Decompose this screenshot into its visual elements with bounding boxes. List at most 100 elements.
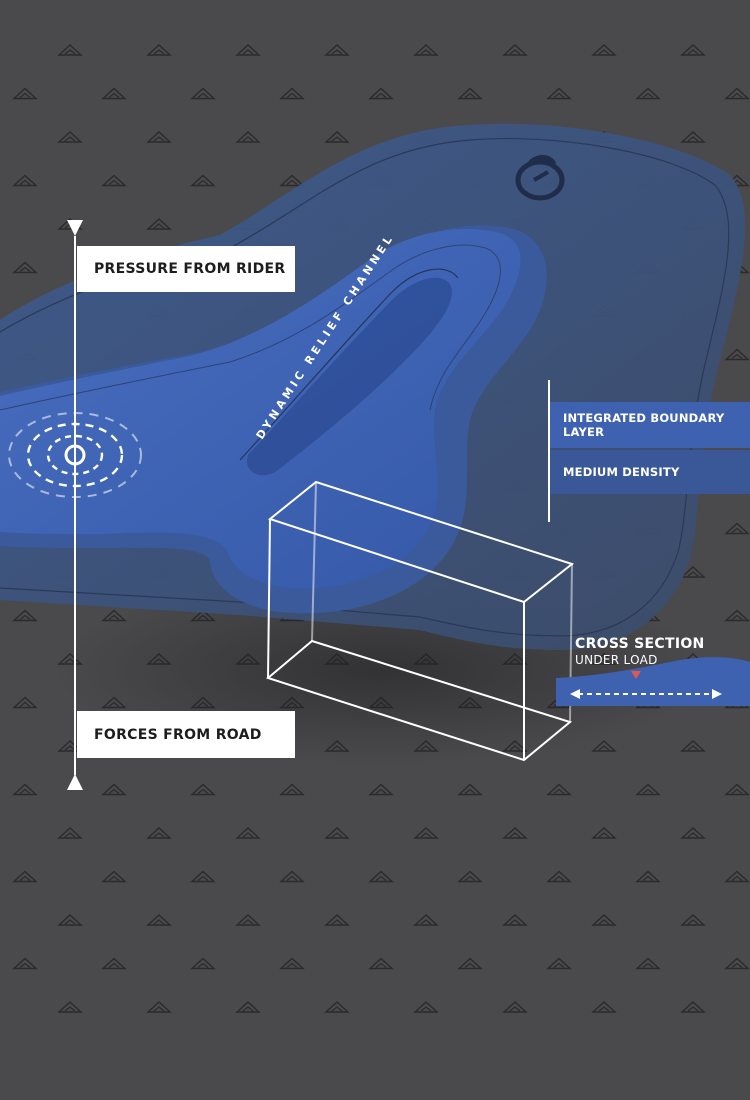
triangle-pattern-icon	[324, 131, 350, 143]
relief-channel-edge	[239, 268, 459, 461]
brand-logo-icon	[515, 155, 565, 201]
triangle-pattern-icon	[635, 87, 661, 100]
pad-inner-outline	[0, 244, 501, 411]
triangle-pattern-icon	[324, 914, 350, 926]
triangle-pattern-icon	[724, 783, 750, 796]
forces-from-road-label: FORCES FROM ROAD	[77, 711, 295, 758]
triangle-pattern-icon	[724, 870, 750, 883]
triangle-pattern-icon	[146, 44, 172, 56]
triangle-pattern-icon	[12, 174, 38, 187]
triangle-pattern-icon	[190, 957, 216, 970]
integrated-boundary-layer-tag: INTEGRATED BOUNDARY LAYER	[550, 402, 750, 448]
triangle-pattern-icon	[591, 44, 617, 56]
triangle-pattern-icon	[591, 1001, 617, 1013]
triangle-pattern-icon	[324, 44, 350, 56]
triangle-pattern-icon	[12, 261, 38, 274]
triangle-pattern-icon	[591, 740, 617, 752]
triangle-pattern-icon	[368, 783, 394, 796]
triangle-pattern-icon	[502, 1001, 528, 1013]
triangle-pattern-icon	[12, 696, 38, 709]
triangle-pattern-icon	[279, 174, 305, 187]
triangle-pattern-icon	[724, 87, 750, 100]
triangle-pattern-icon	[12, 87, 38, 100]
triangle-pattern-icon	[680, 131, 706, 143]
triangle-pattern-icon	[413, 914, 439, 926]
triangle-pattern-icon	[546, 783, 572, 796]
triangle-pattern-icon	[12, 783, 38, 796]
triangle-pattern-icon	[57, 827, 83, 839]
triangle-pattern-icon	[57, 914, 83, 926]
triangle-pattern-icon	[680, 1001, 706, 1013]
triangle-pattern-icon	[413, 827, 439, 839]
triangle-pattern-icon	[101, 957, 127, 970]
triangle-pattern-icon	[457, 957, 483, 970]
triangle-pattern-icon	[146, 131, 172, 143]
triangle-pattern-icon	[235, 131, 261, 143]
down-triangle-icon	[631, 671, 641, 679]
triangle-pattern-icon	[635, 870, 661, 883]
triangle-pattern-icon	[457, 870, 483, 883]
triangle-pattern-icon	[680, 44, 706, 56]
triangle-pattern-icon	[591, 827, 617, 839]
triangle-pattern-icon	[635, 957, 661, 970]
triangle-pattern-icon	[101, 87, 127, 100]
triangle-pattern-icon	[635, 783, 661, 796]
triangle-pattern-icon	[190, 783, 216, 796]
cross-section-wireframe	[265, 480, 575, 762]
triangle-pattern-icon	[235, 1001, 261, 1013]
triangle-pattern-icon	[101, 174, 127, 187]
triangle-pattern-icon	[680, 566, 706, 578]
triangle-pattern-icon	[279, 783, 305, 796]
triangle-pattern-icon	[279, 870, 305, 883]
triangle-pattern-icon	[12, 609, 38, 622]
triangle-pattern-icon	[57, 1001, 83, 1013]
triangle-pattern-icon	[546, 87, 572, 100]
triangle-pattern-icon	[235, 44, 261, 56]
medium-density-tag: MEDIUM DENSITY	[550, 450, 750, 494]
cross-section-title: CROSS SECTION	[575, 636, 705, 652]
triangle-pattern-icon	[146, 827, 172, 839]
triangle-pattern-icon	[591, 914, 617, 926]
triangle-pattern-icon	[546, 957, 572, 970]
triangle-pattern-icon	[368, 957, 394, 970]
triangle-pattern-icon	[101, 870, 127, 883]
triangle-pattern-icon	[279, 87, 305, 100]
triangle-pattern-icon	[502, 827, 528, 839]
force-axis	[67, 220, 83, 790]
cross-section-swatch	[556, 657, 750, 706]
triangle-pattern-icon	[146, 1001, 172, 1013]
triangle-pattern-icon	[190, 87, 216, 100]
triangle-pattern-icon	[279, 957, 305, 970]
triangle-pattern-icon	[146, 218, 172, 230]
pressure-from-rider-label: PRESSURE FROM RIDER	[77, 246, 295, 292]
triangle-pattern-icon	[146, 914, 172, 926]
triangle-pattern-icon	[457, 87, 483, 100]
triangle-pattern-icon	[724, 957, 750, 970]
triangle-pattern-icon	[724, 522, 750, 535]
triangle-pattern-icon	[235, 914, 261, 926]
triangle-pattern-icon	[324, 1001, 350, 1013]
triangle-pattern-icon	[546, 870, 572, 883]
triangle-pattern-icon	[680, 740, 706, 752]
triangle-pattern-icon	[724, 348, 750, 361]
triangle-pattern-icon	[57, 44, 83, 56]
triangle-pattern-icon	[101, 783, 127, 796]
triangle-pattern-icon	[680, 914, 706, 926]
triangle-pattern-icon	[12, 870, 38, 883]
triangle-pattern-icon	[413, 44, 439, 56]
triangle-pattern-icon	[502, 914, 528, 926]
triangle-pattern-icon	[368, 87, 394, 100]
triangle-pattern-icon	[12, 957, 38, 970]
triangle-pattern-icon	[368, 870, 394, 883]
relief-channel-surface	[246, 277, 452, 476]
triangle-pattern-icon	[457, 783, 483, 796]
double-arrow-icon	[570, 689, 722, 699]
triangle-pattern-icon	[324, 827, 350, 839]
triangle-pattern-icon	[413, 1001, 439, 1013]
triangle-pattern-icon	[680, 827, 706, 839]
triangle-pattern-icon	[57, 131, 83, 143]
cross-section-subtitle: UNDER LOAD	[575, 653, 658, 667]
triangle-pattern-icon	[190, 174, 216, 187]
